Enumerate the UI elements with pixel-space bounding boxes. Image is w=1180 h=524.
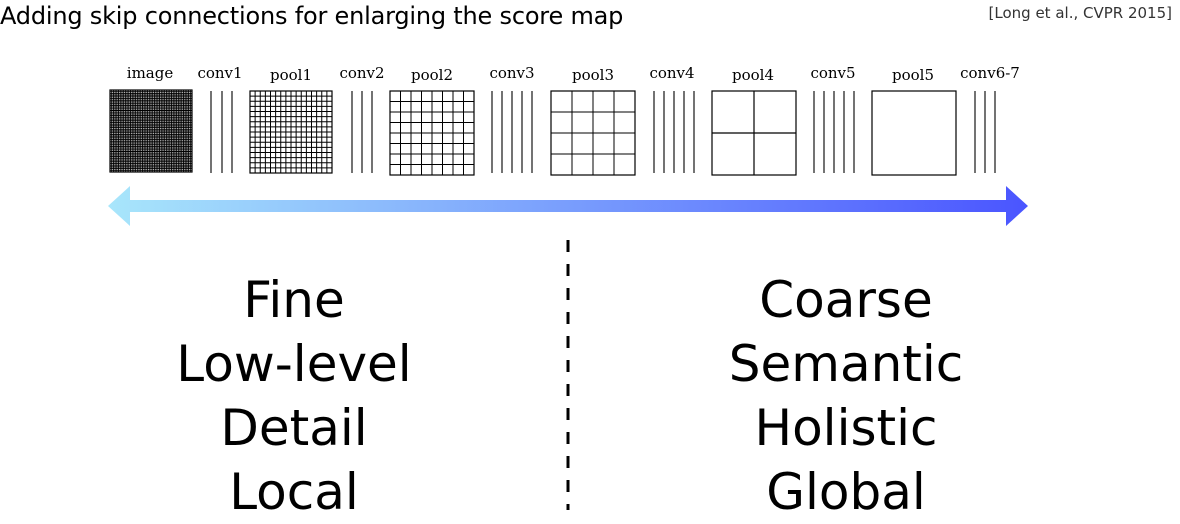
layer-label-conv2: conv2 bbox=[339, 64, 384, 82]
layer-label-pool1: pool1 bbox=[270, 66, 312, 84]
fine-column: Fine Low-level Detail Local bbox=[84, 268, 504, 524]
page-title: Adding skip connections for enlarging th… bbox=[0, 2, 624, 30]
pool3-grid bbox=[550, 90, 636, 176]
pool1-grid bbox=[249, 90, 333, 174]
layer-label-pool2: pool2 bbox=[411, 66, 453, 84]
image-grid bbox=[109, 89, 193, 173]
citation: [Long et al., CVPR 2015] bbox=[988, 4, 1172, 22]
layer-label-pool3: pool3 bbox=[572, 66, 614, 84]
pool2-grid bbox=[389, 90, 475, 176]
right-term-1: Coarse bbox=[759, 271, 933, 329]
left-term-2: Low-level bbox=[176, 335, 412, 393]
right-term-2: Semantic bbox=[728, 335, 964, 393]
layer-label-pool4: pool4 bbox=[732, 66, 774, 84]
right-term-4: Global bbox=[766, 463, 926, 521]
conv-lines bbox=[210, 91, 996, 173]
layer-label-conv3: conv3 bbox=[489, 64, 534, 82]
layer-label-conv4: conv4 bbox=[649, 64, 694, 82]
left-term-4: Local bbox=[229, 463, 359, 521]
layer-label-pool5: pool5 bbox=[892, 66, 934, 84]
pool4-grid bbox=[711, 90, 797, 176]
pool5-grid bbox=[871, 90, 957, 176]
layer-label-image: image bbox=[127, 64, 174, 82]
scale-arrow bbox=[108, 186, 1028, 226]
layer-label-conv6-7: conv6-7 bbox=[960, 64, 1020, 82]
layer-label-conv1: conv1 bbox=[197, 64, 242, 82]
layer-label-conv5: conv5 bbox=[810, 64, 855, 82]
right-term-3: Holistic bbox=[754, 399, 938, 457]
left-term-1: Fine bbox=[243, 271, 345, 329]
coarse-column: Coarse Semantic Holistic Global bbox=[636, 268, 1056, 524]
left-term-3: Detail bbox=[220, 399, 368, 457]
